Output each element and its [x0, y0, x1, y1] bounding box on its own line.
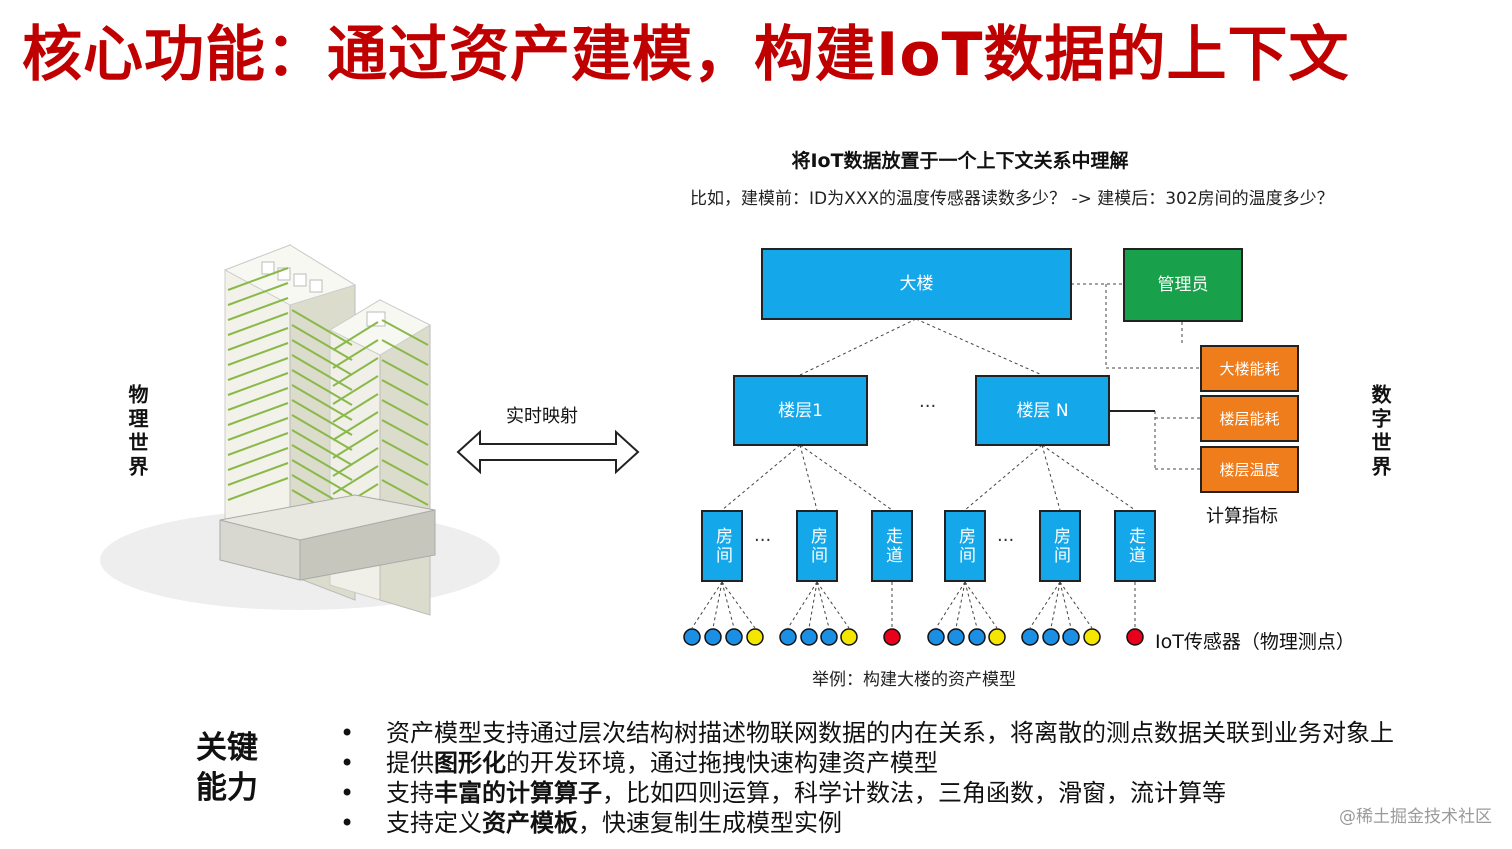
- sensor: [947, 628, 965, 646]
- sensor: [1126, 628, 1144, 646]
- sensor: [1021, 628, 1039, 646]
- annex-roof: [328, 299, 432, 356]
- item-bold: 丰富的计算算子: [434, 779, 602, 807]
- annex-rooftop-unit: [366, 311, 386, 327]
- tree-connectors: [691, 283, 1200, 629]
- item-bold: 图形化: [434, 749, 506, 777]
- node-admin: 管理员: [1123, 248, 1243, 322]
- item-text: 的开发环境，通过拖拽快速构建资产模型: [506, 749, 938, 777]
- metric-floor-energy: 楼层能耗: [1200, 395, 1299, 442]
- sensor: [779, 628, 797, 646]
- podium-top: [219, 494, 436, 541]
- list-item: • 支持定义资产模板，快速复制生成模型实例: [340, 808, 1394, 838]
- bullet: •: [340, 749, 355, 777]
- node-room: 房间: [1039, 510, 1081, 582]
- sensor: [1083, 628, 1101, 646]
- node-corridor: 走道: [1114, 510, 1156, 582]
- node-room: 房间: [796, 510, 838, 582]
- sensor: [927, 628, 945, 646]
- sensor: [988, 628, 1006, 646]
- key-capabilities-heading: 关键 能力: [196, 728, 258, 808]
- sensor: [704, 628, 722, 646]
- sensor-label: IoT传感器（物理测点）: [1155, 631, 1355, 653]
- item-bold: 资产模板: [482, 809, 578, 837]
- metric-floor-temperature: 楼层温度: [1200, 446, 1299, 493]
- floor-ellipsis: ···: [919, 396, 937, 417]
- sensor: [820, 628, 838, 646]
- sensor: [725, 628, 743, 646]
- item-text: 支持: [386, 779, 434, 807]
- sensor: [800, 628, 818, 646]
- mapping-double-arrow: [456, 429, 640, 475]
- tower-rooftop-units: [261, 261, 323, 293]
- diagram-example: 比如，建模前：ID为XXX的温度传感器读数多少？ -> 建模后：302房间的温度…: [690, 189, 1334, 209]
- window-stripes: [227, 267, 429, 526]
- sensor: [968, 628, 986, 646]
- mapping-label: 实时映射: [506, 406, 578, 427]
- sensor: [1062, 628, 1080, 646]
- metrics-label: 计算指标: [1206, 506, 1278, 527]
- bullet: •: [340, 779, 355, 807]
- page-title: 核心功能：通过资产建模，构建IoT数据的上下文: [22, 20, 1350, 90]
- list-item: • 支持丰富的计算算子，比如四则运算，科学计数法，三角函数，滑窗，流计算等: [340, 778, 1394, 808]
- node-floor-n: 楼层 N: [975, 375, 1110, 446]
- bullet: •: [340, 809, 355, 837]
- item-text: ，比如四则运算，科学计数法，三角函数，滑窗，流计算等: [602, 779, 1226, 807]
- capabilities-list: • 资产模型支持通过层次结构树描述物联网数据的内在关系，将离散的测点数据关联到业务…: [340, 718, 1394, 838]
- key-heading-line2: 能力: [196, 770, 258, 806]
- diagram-caption: 举例：构建大楼的资产模型: [812, 670, 1016, 690]
- metric-building-energy: 大楼能耗: [1200, 345, 1299, 392]
- item-text: 提供: [386, 749, 434, 777]
- sensor: [840, 628, 858, 646]
- node-corridor: 走道: [871, 510, 913, 582]
- sensor: [1042, 628, 1060, 646]
- item-text: 资产模型支持通过层次结构树描述物联网数据的内在关系，将离散的测点数据关联到业务对…: [386, 719, 1394, 747]
- sensor: [883, 628, 901, 646]
- item-text: ，快速复制生成模型实例: [578, 809, 842, 837]
- iot-sensors: [683, 628, 1144, 646]
- building-illustration: [219, 244, 436, 616]
- physical-world-label: 物理世界: [125, 384, 149, 480]
- item-text: 支持定义: [386, 809, 482, 837]
- room-ellipsis: ···: [754, 530, 772, 551]
- sensor: [683, 628, 701, 646]
- list-item: • 提供图形化的开发环境，通过拖拽快速构建资产模型: [340, 748, 1394, 778]
- diagram-subtitle: 将IoT数据放置于一个上下文关系中理解: [791, 150, 1129, 172]
- key-heading-line1: 关键: [196, 730, 258, 766]
- digital-world-label: 数字世界: [1368, 384, 1392, 480]
- list-item: • 资产模型支持通过层次结构树描述物联网数据的内在关系，将离散的测点数据关联到业务…: [340, 718, 1394, 748]
- watermark: @稀土掘金技术社区: [1339, 807, 1492, 827]
- node-building: 大楼: [761, 248, 1072, 320]
- node-room: 房间: [944, 510, 986, 582]
- room-ellipsis: ···: [997, 530, 1015, 551]
- node-floor-1: 楼层1: [733, 375, 868, 446]
- sensor: [746, 628, 764, 646]
- node-room: 房间: [701, 510, 743, 582]
- bullet: •: [340, 719, 355, 747]
